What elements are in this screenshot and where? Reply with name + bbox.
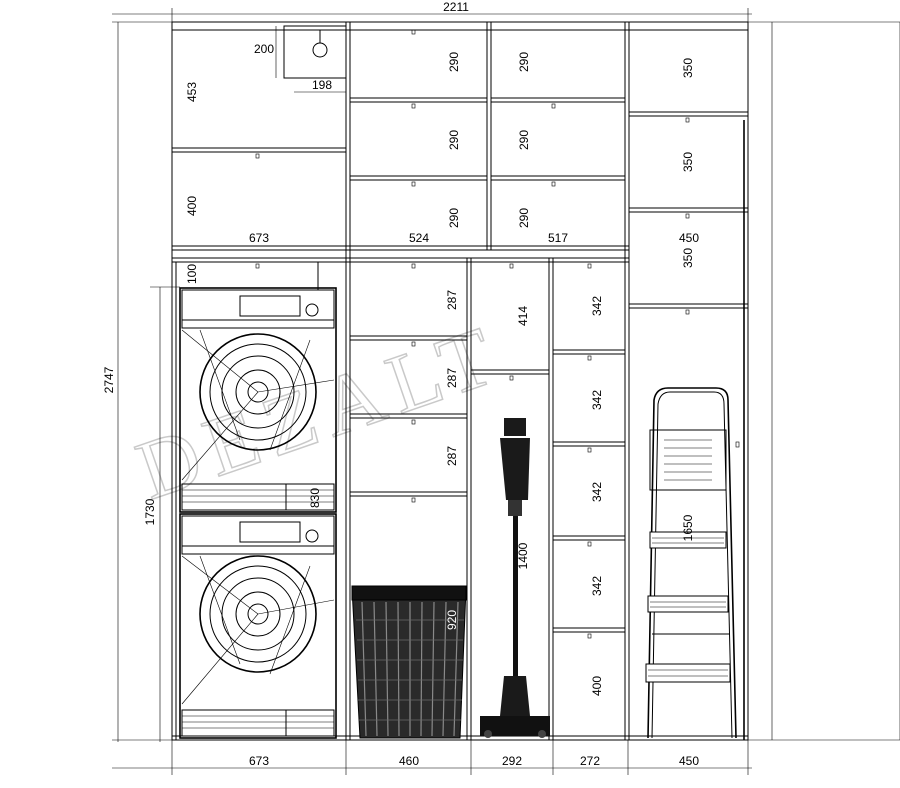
dim-bottom-width-1: 673 <box>249 754 269 768</box>
cabinet-carcass <box>171 21 749 741</box>
dim-upper-mid1-shelf-2: 290 <box>447 130 461 150</box>
dim-upper-right-shelf-3: 350 <box>681 248 695 268</box>
dim-upper-mid2-shelf-3: 290 <box>517 208 531 228</box>
dimension-labels: 2211 2747 1730 453 400 200 198 673 290 2… <box>102 0 699 768</box>
dim-upper-right-width: 450 <box>679 231 699 245</box>
dim-upper-mid2-shelf-2: 290 <box>517 130 531 150</box>
dim-upper-mid2-shelf-1: 290 <box>517 52 531 72</box>
dim-plinth-gap: 100 <box>185 264 199 284</box>
laundry-basket <box>351 585 467 739</box>
dim-lower-mid1-shelf-1: 287 <box>445 290 459 310</box>
dim-lower-height: 1730 <box>143 498 157 525</box>
washer-dryer-stack <box>179 287 337 739</box>
dim-upper-mid2-width: 517 <box>548 231 568 245</box>
watermark: DEZALT <box>126 307 514 518</box>
dim-basket-height: 920 <box>445 610 459 630</box>
dim-upper-mid1-width: 524 <box>409 231 429 245</box>
dim-lower-mid3-shelf-3: 342 <box>590 482 604 502</box>
dim-total-height: 2747 <box>102 366 116 393</box>
dim-upper-left-top: 453 <box>185 82 199 102</box>
dim-bottom-width-5: 450 <box>679 754 699 768</box>
step-ladder <box>645 387 737 739</box>
dim-lower-mid2-upper: 414 <box>516 306 530 326</box>
dim-bottom-width-3: 292 <box>502 754 522 768</box>
dim-bottom-width-4: 272 <box>580 754 600 768</box>
dim-total-width: 2211 <box>443 0 469 14</box>
dim-bottom-width-2: 460 <box>399 754 419 768</box>
dim-lower-mid1-shelf-3: 287 <box>445 446 459 466</box>
dim-lower-mid1-shelf-2: 287 <box>445 368 459 388</box>
shelf-handles <box>255 29 740 639</box>
dim-lower-mid3-shelf-1: 342 <box>590 296 604 316</box>
dim-upper-mid1-shelf-1: 290 <box>447 52 461 72</box>
dim-upper-mid1-shelf-3: 290 <box>447 208 461 228</box>
dim-upper-right-shelf-2: 350 <box>681 152 695 172</box>
dim-lower-mid3-shelf-4: 342 <box>590 576 604 596</box>
dim-upper-left-bottom: 400 <box>185 196 199 216</box>
dim-hood-height: 200 <box>254 42 274 56</box>
dim-appliance-height: 830 <box>308 488 322 508</box>
extractor-hood <box>275 25 347 93</box>
dim-upper-left-width: 673 <box>249 231 269 245</box>
dim-ladder-height: 1650 <box>681 514 695 541</box>
stick-vacuum <box>480 418 550 738</box>
dim-lower-mid3-shelf-5: 400 <box>590 676 604 696</box>
dim-upper-right-shelf-1: 350 <box>681 58 695 78</box>
dim-hood-width: 198 <box>312 78 332 92</box>
dim-lower-mid3-shelf-2: 342 <box>590 390 604 410</box>
dim-vacuum-height: 1400 <box>516 542 530 569</box>
